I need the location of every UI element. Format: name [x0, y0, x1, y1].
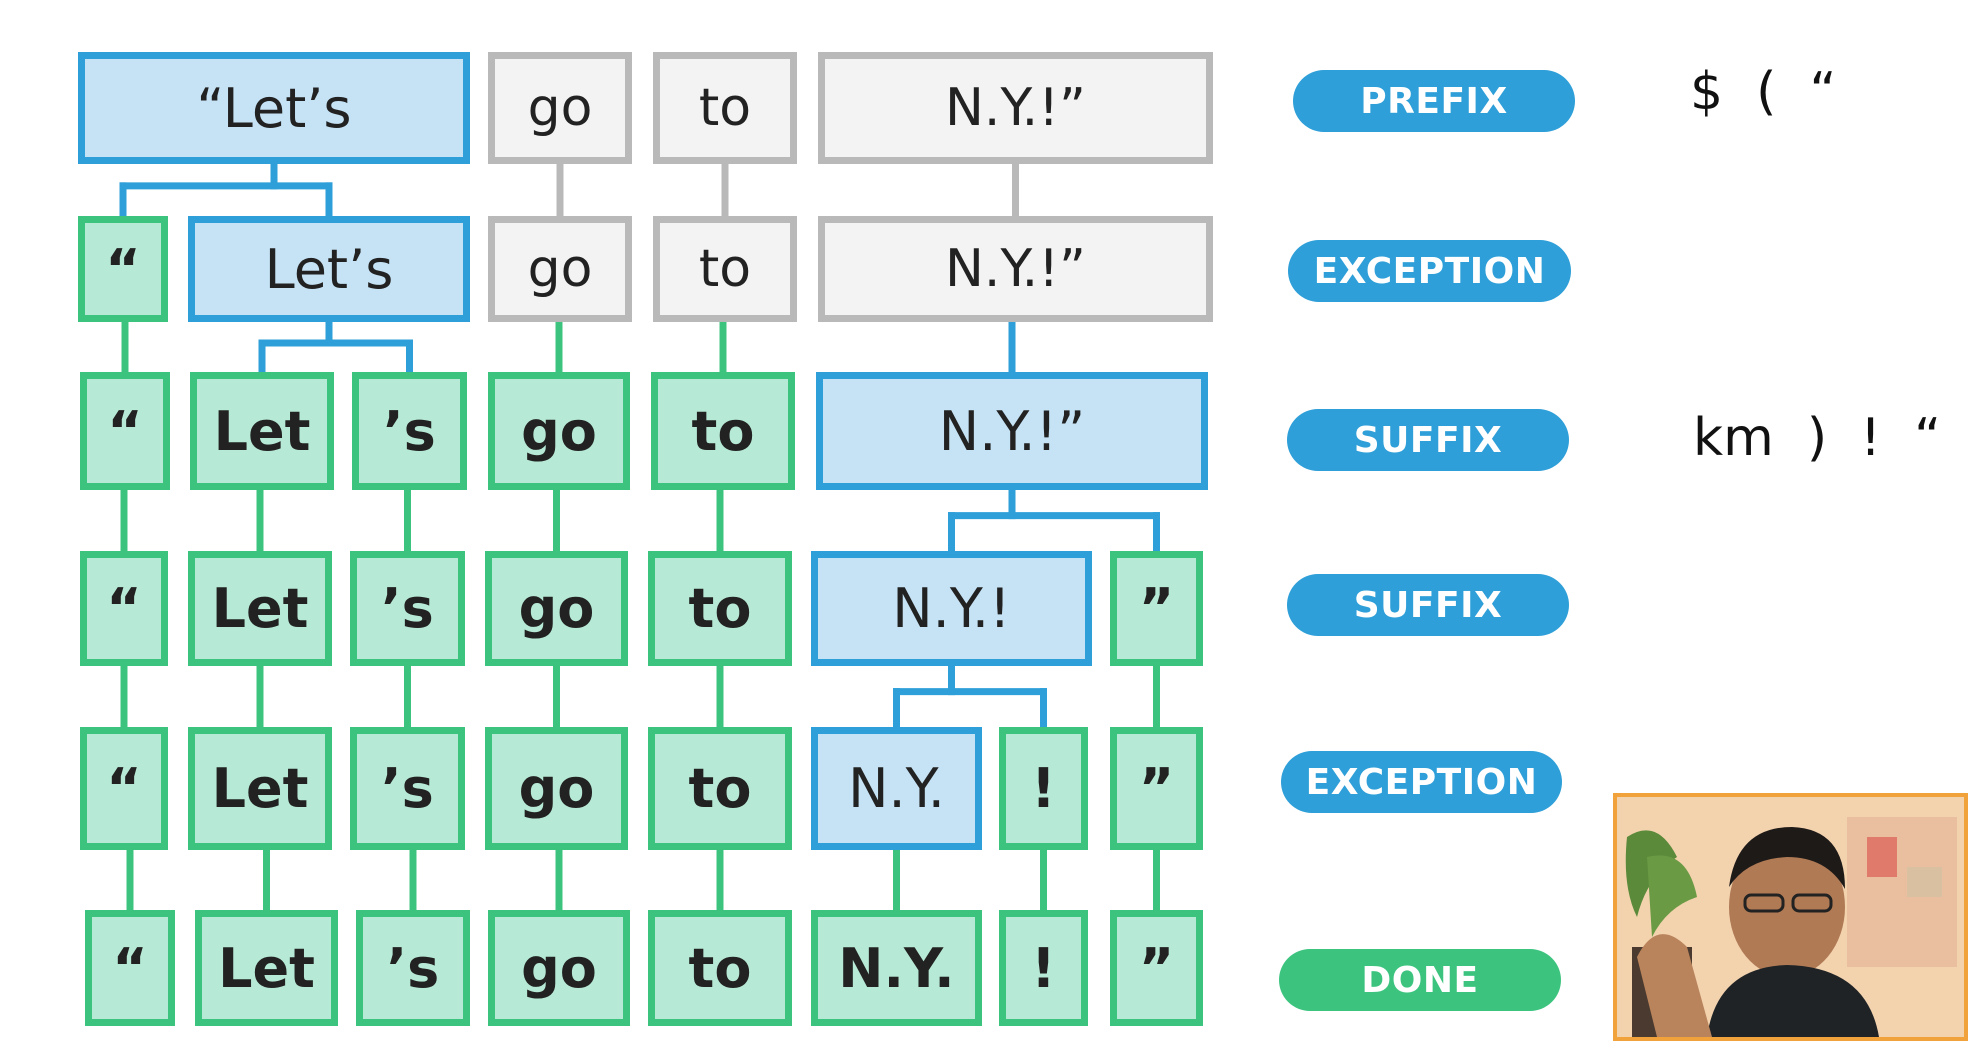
- token-r6-c4: go: [488, 910, 630, 1026]
- step-pill-2-exception: EXCEPTION: [1288, 240, 1571, 302]
- step-pill-1-prefix: PREFIX: [1293, 70, 1575, 132]
- presenter-webcam: [1613, 793, 1968, 1041]
- token-r5-c7: !: [999, 727, 1088, 850]
- token-r5-c6: N.Y.: [811, 727, 982, 850]
- token-r5-c5: to: [648, 727, 792, 850]
- token-r4-c4: go: [485, 551, 628, 666]
- token-r3-c2: Let: [190, 372, 334, 490]
- token-r6-c3: ’s: [356, 910, 470, 1026]
- step-pill-4-suffix: SUFFIX: [1287, 574, 1569, 636]
- token-r5-c3: ’s: [350, 727, 465, 850]
- token-r2-c4: to: [653, 216, 797, 322]
- token-r4-c3: ’s: [350, 551, 465, 666]
- token-r4-c2: Let: [188, 551, 332, 666]
- step-pill-5-exception: EXCEPTION: [1281, 751, 1562, 813]
- token-r3-c6: N.Y.!”: [816, 372, 1208, 490]
- token-r1-c2: go: [488, 52, 632, 164]
- token-r4-c7: ”: [1110, 551, 1203, 666]
- prefix-symbols: $ ( “: [1690, 62, 1837, 122]
- token-r2-c3: go: [488, 216, 632, 322]
- token-r2-c1: “: [78, 216, 168, 322]
- suffix-symbols: km ) ! “: [1693, 408, 1942, 468]
- token-r1-c3: to: [653, 52, 797, 164]
- token-r3-c4: go: [488, 372, 630, 490]
- token-r6-c2: Let: [195, 910, 338, 1026]
- token-r5-c8: ”: [1110, 727, 1203, 850]
- token-r5-c4: go: [485, 727, 628, 850]
- token-r1-c4: N.Y.!”: [818, 52, 1213, 164]
- token-r4-c6: N.Y.!: [811, 551, 1092, 666]
- presenter-video-icon: [1617, 797, 1964, 1037]
- token-r2-c2: Let’s: [188, 216, 470, 322]
- token-r3-c5: to: [651, 372, 795, 490]
- token-r6-c1: “: [85, 910, 175, 1026]
- token-r3-c3: ’s: [352, 372, 467, 490]
- token-r5-c1: “: [80, 727, 168, 850]
- token-r2-c5: N.Y.!”: [818, 216, 1213, 322]
- step-pill-6-done: DONE: [1279, 949, 1561, 1011]
- token-r4-c1: “: [80, 551, 168, 666]
- token-r6-c6: N.Y.: [811, 910, 982, 1026]
- step-pill-3-suffix: SUFFIX: [1287, 409, 1569, 471]
- token-r6-c7: !: [999, 910, 1088, 1026]
- token-r6-c8: ”: [1110, 910, 1203, 1026]
- token-r6-c5: to: [648, 910, 792, 1026]
- token-r4-c5: to: [648, 551, 792, 666]
- token-r3-c1: “: [80, 372, 170, 490]
- token-r1-c1: “Let’s: [78, 52, 470, 164]
- token-r5-c2: Let: [188, 727, 332, 850]
